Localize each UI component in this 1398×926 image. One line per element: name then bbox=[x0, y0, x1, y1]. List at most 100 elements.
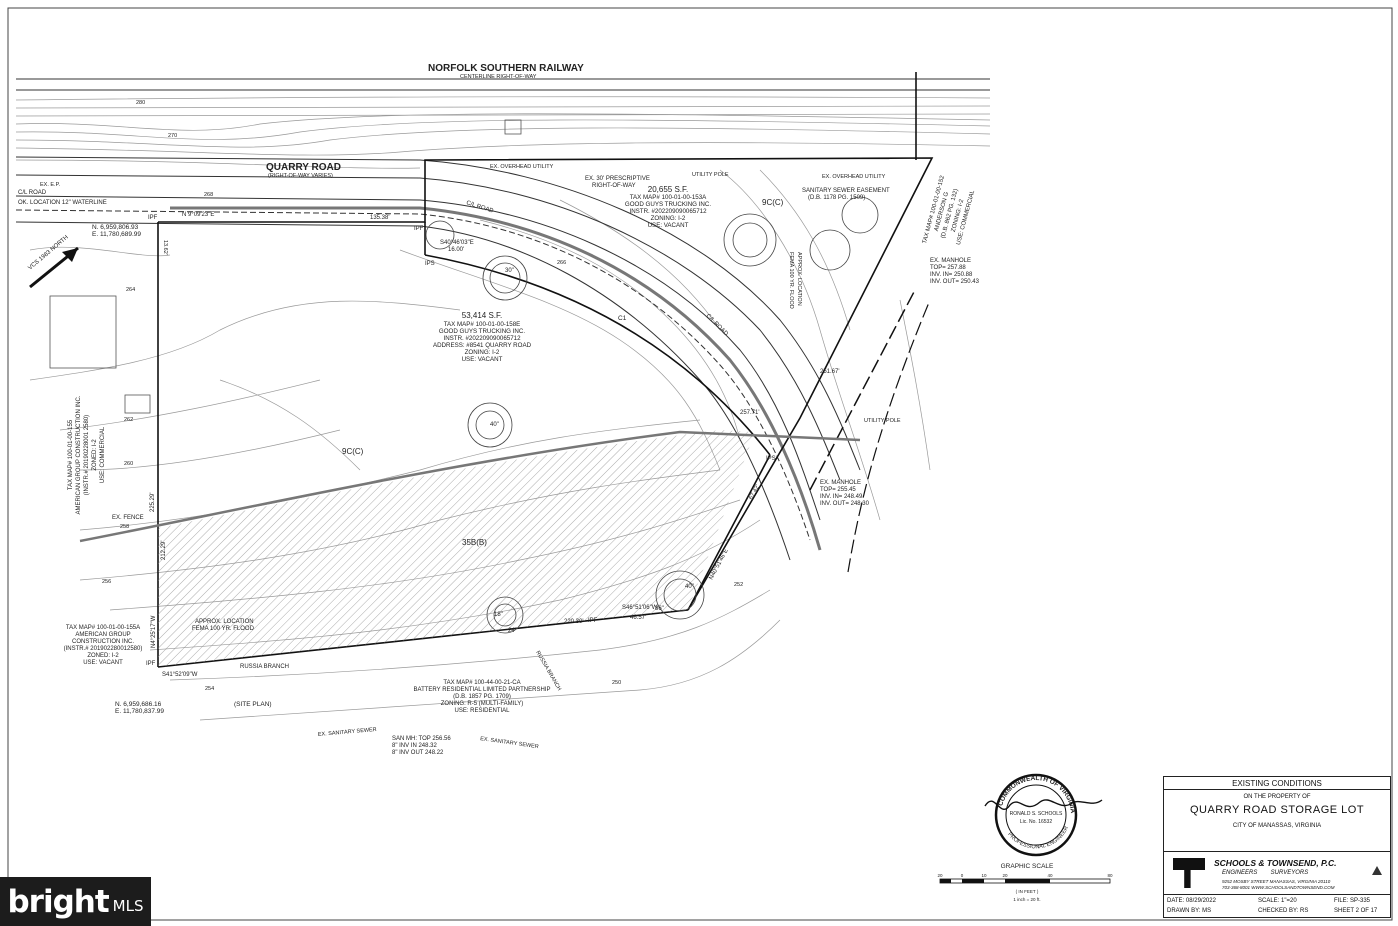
flood-label-2: FEMA 100 YR. FLOOD bbox=[192, 626, 255, 632]
russia-branch-label-2: RUSSIA BRANCH bbox=[534, 650, 562, 692]
prescriptive-line-1: EX. 30' PRESCRIPTIVE bbox=[585, 176, 650, 182]
title-block-heading: EXISTING CONDITIONS bbox=[1164, 777, 1390, 790]
parcel-west-label: TAX MAP# 100-01-00-155 AMERICAN GROUP CO… bbox=[68, 395, 106, 514]
scale-tick-3: 10 bbox=[981, 873, 987, 878]
flood-label-1: APPROX. LOCATION bbox=[195, 619, 254, 625]
bearing-top: N 9°09'23"E bbox=[182, 212, 214, 218]
tree-40-label-2: 40" bbox=[685, 584, 694, 590]
parcel-south-use: USE: RESIDENTIAL bbox=[454, 708, 510, 714]
tree-36-label: 36" bbox=[655, 606, 664, 612]
contour-266: 266 bbox=[557, 260, 566, 266]
easement-line-1: SANITARY SEWER EASEMENT bbox=[802, 188, 890, 194]
tree-24-label: 24" bbox=[508, 628, 517, 634]
parcel-153a-area: 20,655 S.F. bbox=[648, 185, 688, 194]
manhole-ne-label: EX. MANHOLE TOP= 257.88 INV. IN= 250.88 … bbox=[930, 258, 980, 285]
waterline bbox=[170, 206, 822, 551]
manhole-se-title: EX. MANHOLE bbox=[820, 480, 861, 486]
engineer-seal: COMMONWEALTH OF VIRGINIA RONALD S. SCHOO… bbox=[984, 773, 1103, 857]
parcel-south-zoning: ZONING: R-5 (MULTI-FAMILY) bbox=[441, 701, 523, 707]
parcel-south-label: TAX MAP# 100-44-00-21-CA BATTERY RESIDEN… bbox=[414, 680, 551, 714]
contour-264: 264 bbox=[126, 287, 135, 293]
seal-license: Lic. No. 16532 bbox=[1020, 819, 1052, 825]
seal-name: RONALD S. SCHOOLS bbox=[1010, 811, 1063, 817]
bottom-right-dist: 46.57' bbox=[630, 615, 646, 621]
title-block-scale: SCALE: 1"=20 bbox=[1258, 898, 1297, 904]
curve-label: C1 bbox=[618, 315, 627, 322]
quarry-road bbox=[15, 156, 861, 561]
manhole-se-out: INV. OUT= 248.30 bbox=[820, 501, 870, 507]
scale-ratio: 1 inch = 20 ft. bbox=[1013, 897, 1040, 902]
graphic-scale-title: GRAPHIC SCALE bbox=[1001, 863, 1054, 870]
contour-268: 268 bbox=[204, 192, 213, 198]
parcel-west-owner: AMERICAN GROUP CONSTRUCTION INC. bbox=[76, 395, 82, 514]
parcel-sw-use: USE: VACANT bbox=[83, 660, 123, 666]
coord-bottom-n: N. 6,959,686.16 bbox=[115, 701, 162, 708]
ipf-marker-2: IPF bbox=[414, 226, 424, 232]
left-bearing: N4°25'17"W bbox=[151, 615, 157, 648]
watermark-brand: bright bbox=[7, 883, 109, 920]
railway-name: NORFOLK SOUTHERN RAILWAY bbox=[428, 63, 584, 74]
parcel-west-use: USE: COMMERCIAL bbox=[100, 426, 106, 483]
road-name: QUARRY ROAD bbox=[266, 162, 341, 173]
ips-marker-1: IPS bbox=[425, 261, 435, 267]
firm-sub: ENGINEERS SURVEYORS bbox=[1222, 870, 1309, 876]
contour-260: 260 bbox=[124, 461, 133, 467]
title-block-date: DATE: 08/29/2022 bbox=[1167, 898, 1216, 904]
contour-250: 250 bbox=[612, 680, 621, 686]
road-subtitle: (RIGHT-OF-WAY VARIES) bbox=[268, 173, 333, 179]
scale-tick-4: 20 bbox=[1002, 873, 1008, 878]
flood-label-e2: FEMA 100 YR. FLOOD bbox=[788, 252, 794, 309]
sewer-label: EX. SANITARY SEWER bbox=[318, 727, 377, 738]
ipf-marker-4: IPF bbox=[588, 618, 598, 624]
coord-bottom-e: E. 11,780,837.99 bbox=[115, 708, 164, 715]
flood-boundary bbox=[79, 430, 861, 543]
sanmh-label: SAN MH: TOP 256.56 8" INV IN 248.32 8" I… bbox=[392, 736, 451, 756]
road-centerline-label: C/L ROAD bbox=[18, 190, 47, 196]
main-parcel-zoning: ZONING: I-2 bbox=[465, 349, 500, 356]
signature-mark bbox=[984, 799, 1103, 811]
manhole-ne-title: EX. MANHOLE bbox=[930, 258, 971, 264]
title-block-firm-row: SCHOOLS & TOWNSEND, P.C. ENGINEERS SURVE… bbox=[1164, 851, 1390, 895]
scale-unit: ( IN FEET ) bbox=[1016, 889, 1039, 894]
overhead-utility-label-2: EX. OVERHEAD UTILITY bbox=[822, 174, 886, 180]
parcel-153a-owner: GOOD GUYS TRUCKING INC. bbox=[625, 201, 711, 208]
cl-road-label: C/L ROAD bbox=[465, 200, 494, 215]
distance-257: 257.71' bbox=[740, 410, 760, 416]
title-block-on: ON THE PROPERTY OF bbox=[1243, 794, 1311, 800]
soil-label-ne: 9C(C) bbox=[762, 198, 784, 207]
contour-lines bbox=[15, 96, 991, 721]
railway-subtitle: CENTERLINE RIGHT-OF-WAY bbox=[460, 74, 537, 80]
parcel-south-db: (D.B. 1857 PG. 1709) bbox=[453, 694, 511, 700]
parcel-sw-label: TAX MAP# 100-01-00-155A AMERICAN GROUP C… bbox=[64, 625, 143, 666]
parcel-153a-zoning: ZONING: I-2 bbox=[651, 215, 686, 222]
utility-pole-label: UTILITY POLE bbox=[692, 172, 729, 178]
scale-tick-5: 40 bbox=[1047, 873, 1053, 878]
bright-mls-watermark: bright MLS bbox=[0, 877, 151, 926]
parcel-west-instr: (INSTR.# 20190228001 2580) bbox=[84, 415, 90, 495]
firm-name: SCHOOLS & TOWNSEND, P.C. bbox=[1214, 858, 1337, 868]
coord-top-n: N. 6,959,806.93 bbox=[92, 224, 139, 231]
bearing-inner-dist: 16.00' bbox=[448, 247, 464, 253]
parcel-153a-use: USE: VACANT bbox=[648, 222, 689, 229]
main-parcel-address: ADDRESS: #8541 QUARRY ROAD bbox=[433, 342, 532, 349]
parcel-sw-zoned: ZONED: I-2 bbox=[87, 653, 119, 659]
title-block-city: CITY OF MANASSAS, VIRGINIA bbox=[1232, 823, 1322, 829]
contour-256: 256 bbox=[102, 579, 111, 585]
parcel-south-owner: BATTERY RESIDENTIAL LIMITED PARTNERSHIP bbox=[414, 687, 551, 693]
parcel-153a-instr: INSTR. #202209090065712 bbox=[629, 208, 707, 215]
tree-30-label: 30" bbox=[505, 268, 514, 274]
ipf-marker-1: IPF bbox=[148, 215, 158, 221]
contour-262: 262 bbox=[124, 417, 133, 423]
edge-pavement-label: EX. E.P. bbox=[40, 182, 61, 188]
contour-258: 258 bbox=[120, 524, 129, 530]
manhole-se-in: INV. IN= 248.49 bbox=[820, 494, 863, 500]
bearing-inner: S40°46'03"E bbox=[440, 240, 474, 246]
fence-label: EX. FENCE bbox=[112, 515, 144, 521]
ipf-marker-3: IPF bbox=[146, 661, 156, 667]
title-block-checked: CHECKED BY: RS bbox=[1258, 908, 1309, 914]
scale-tick-2: 0 bbox=[961, 873, 964, 878]
sewer-label-2: EX. SANITARY SEWER bbox=[480, 736, 539, 750]
manhole-ne-top: TOP= 257.88 bbox=[930, 265, 966, 271]
firm-logo-icon bbox=[1173, 858, 1205, 888]
sewer-easement-line bbox=[809, 289, 916, 491]
